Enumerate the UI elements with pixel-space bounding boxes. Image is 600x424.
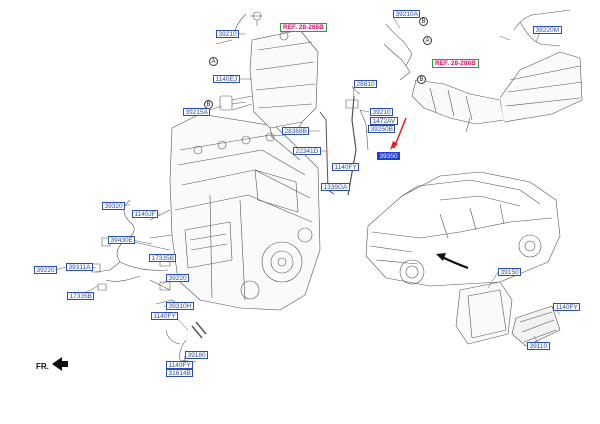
part-label[interactable]: 39430E bbox=[108, 236, 136, 244]
part-label[interactable]: 1140FY bbox=[553, 303, 581, 311]
part-label[interactable]: 22341D bbox=[293, 147, 321, 155]
part-label[interactable]: 39150 bbox=[498, 268, 522, 276]
ref-label-upper-left[interactable]: REF. 28-285B bbox=[280, 23, 327, 32]
marker-a-right: A bbox=[423, 36, 432, 45]
part-label[interactable]: 39220 bbox=[34, 266, 58, 274]
part-label[interactable]: 39220 bbox=[166, 274, 190, 282]
part-label[interactable]: 39110 bbox=[527, 342, 550, 350]
exhaust-pipe-drawing bbox=[383, 9, 583, 133]
part-label[interactable]: 39210A bbox=[393, 10, 421, 18]
part-label[interactable]: 28368B bbox=[282, 127, 310, 135]
part-label[interactable]: 1140EJ bbox=[213, 75, 240, 83]
part-label[interactable]: 31614B bbox=[166, 369, 194, 377]
part-label[interactable]: 1140JF bbox=[132, 210, 159, 218]
part-label[interactable]: 39310H bbox=[166, 302, 194, 310]
part-label[interactable]: 39210 bbox=[370, 108, 394, 116]
part-label[interactable]: 39210 bbox=[216, 30, 240, 38]
engine-drawing bbox=[149, 113, 321, 311]
marker-b-right: B bbox=[419, 17, 428, 26]
ecu-drawing bbox=[455, 281, 561, 347]
part-label[interactable]: 39180 bbox=[185, 351, 209, 359]
part-label[interactable]: 39220M bbox=[533, 26, 562, 34]
vehicle-drawing bbox=[365, 171, 561, 287]
part-label[interactable]: 1140FY bbox=[151, 312, 179, 320]
part-label[interactable]: 39311A bbox=[66, 263, 93, 271]
part-label[interactable]: 39250B bbox=[368, 125, 396, 133]
ref-label-upper-right[interactable]: REF. 28-286B bbox=[432, 59, 479, 68]
part-label[interactable]: 1140FY bbox=[332, 163, 360, 171]
part-label-highlighted[interactable]: 39350 bbox=[377, 152, 401, 160]
wiring-harness-drawing bbox=[91, 199, 171, 291]
part-label[interactable]: 39320 bbox=[102, 202, 126, 210]
front-direction-arrow-icon bbox=[52, 357, 68, 371]
part-label[interactable]: 1472AV bbox=[370, 117, 398, 125]
marker-a-left: A bbox=[209, 57, 218, 66]
catalytic-converter-drawing bbox=[231, 29, 319, 137]
marker-b-right-lower: B bbox=[417, 75, 426, 84]
part-label[interactable]: 1140FY bbox=[166, 361, 194, 369]
part-label[interactable]: 17335B bbox=[67, 292, 95, 300]
red-indicator-arrow bbox=[390, 117, 407, 150]
part-label[interactable]: 17335B bbox=[149, 254, 177, 262]
part-label[interactable]: 1339GA bbox=[321, 183, 350, 191]
part-label[interactable]: 39215A bbox=[183, 108, 211, 116]
part-label[interactable]: 28810 bbox=[354, 80, 378, 88]
front-orientation-label: FR. bbox=[36, 362, 49, 371]
